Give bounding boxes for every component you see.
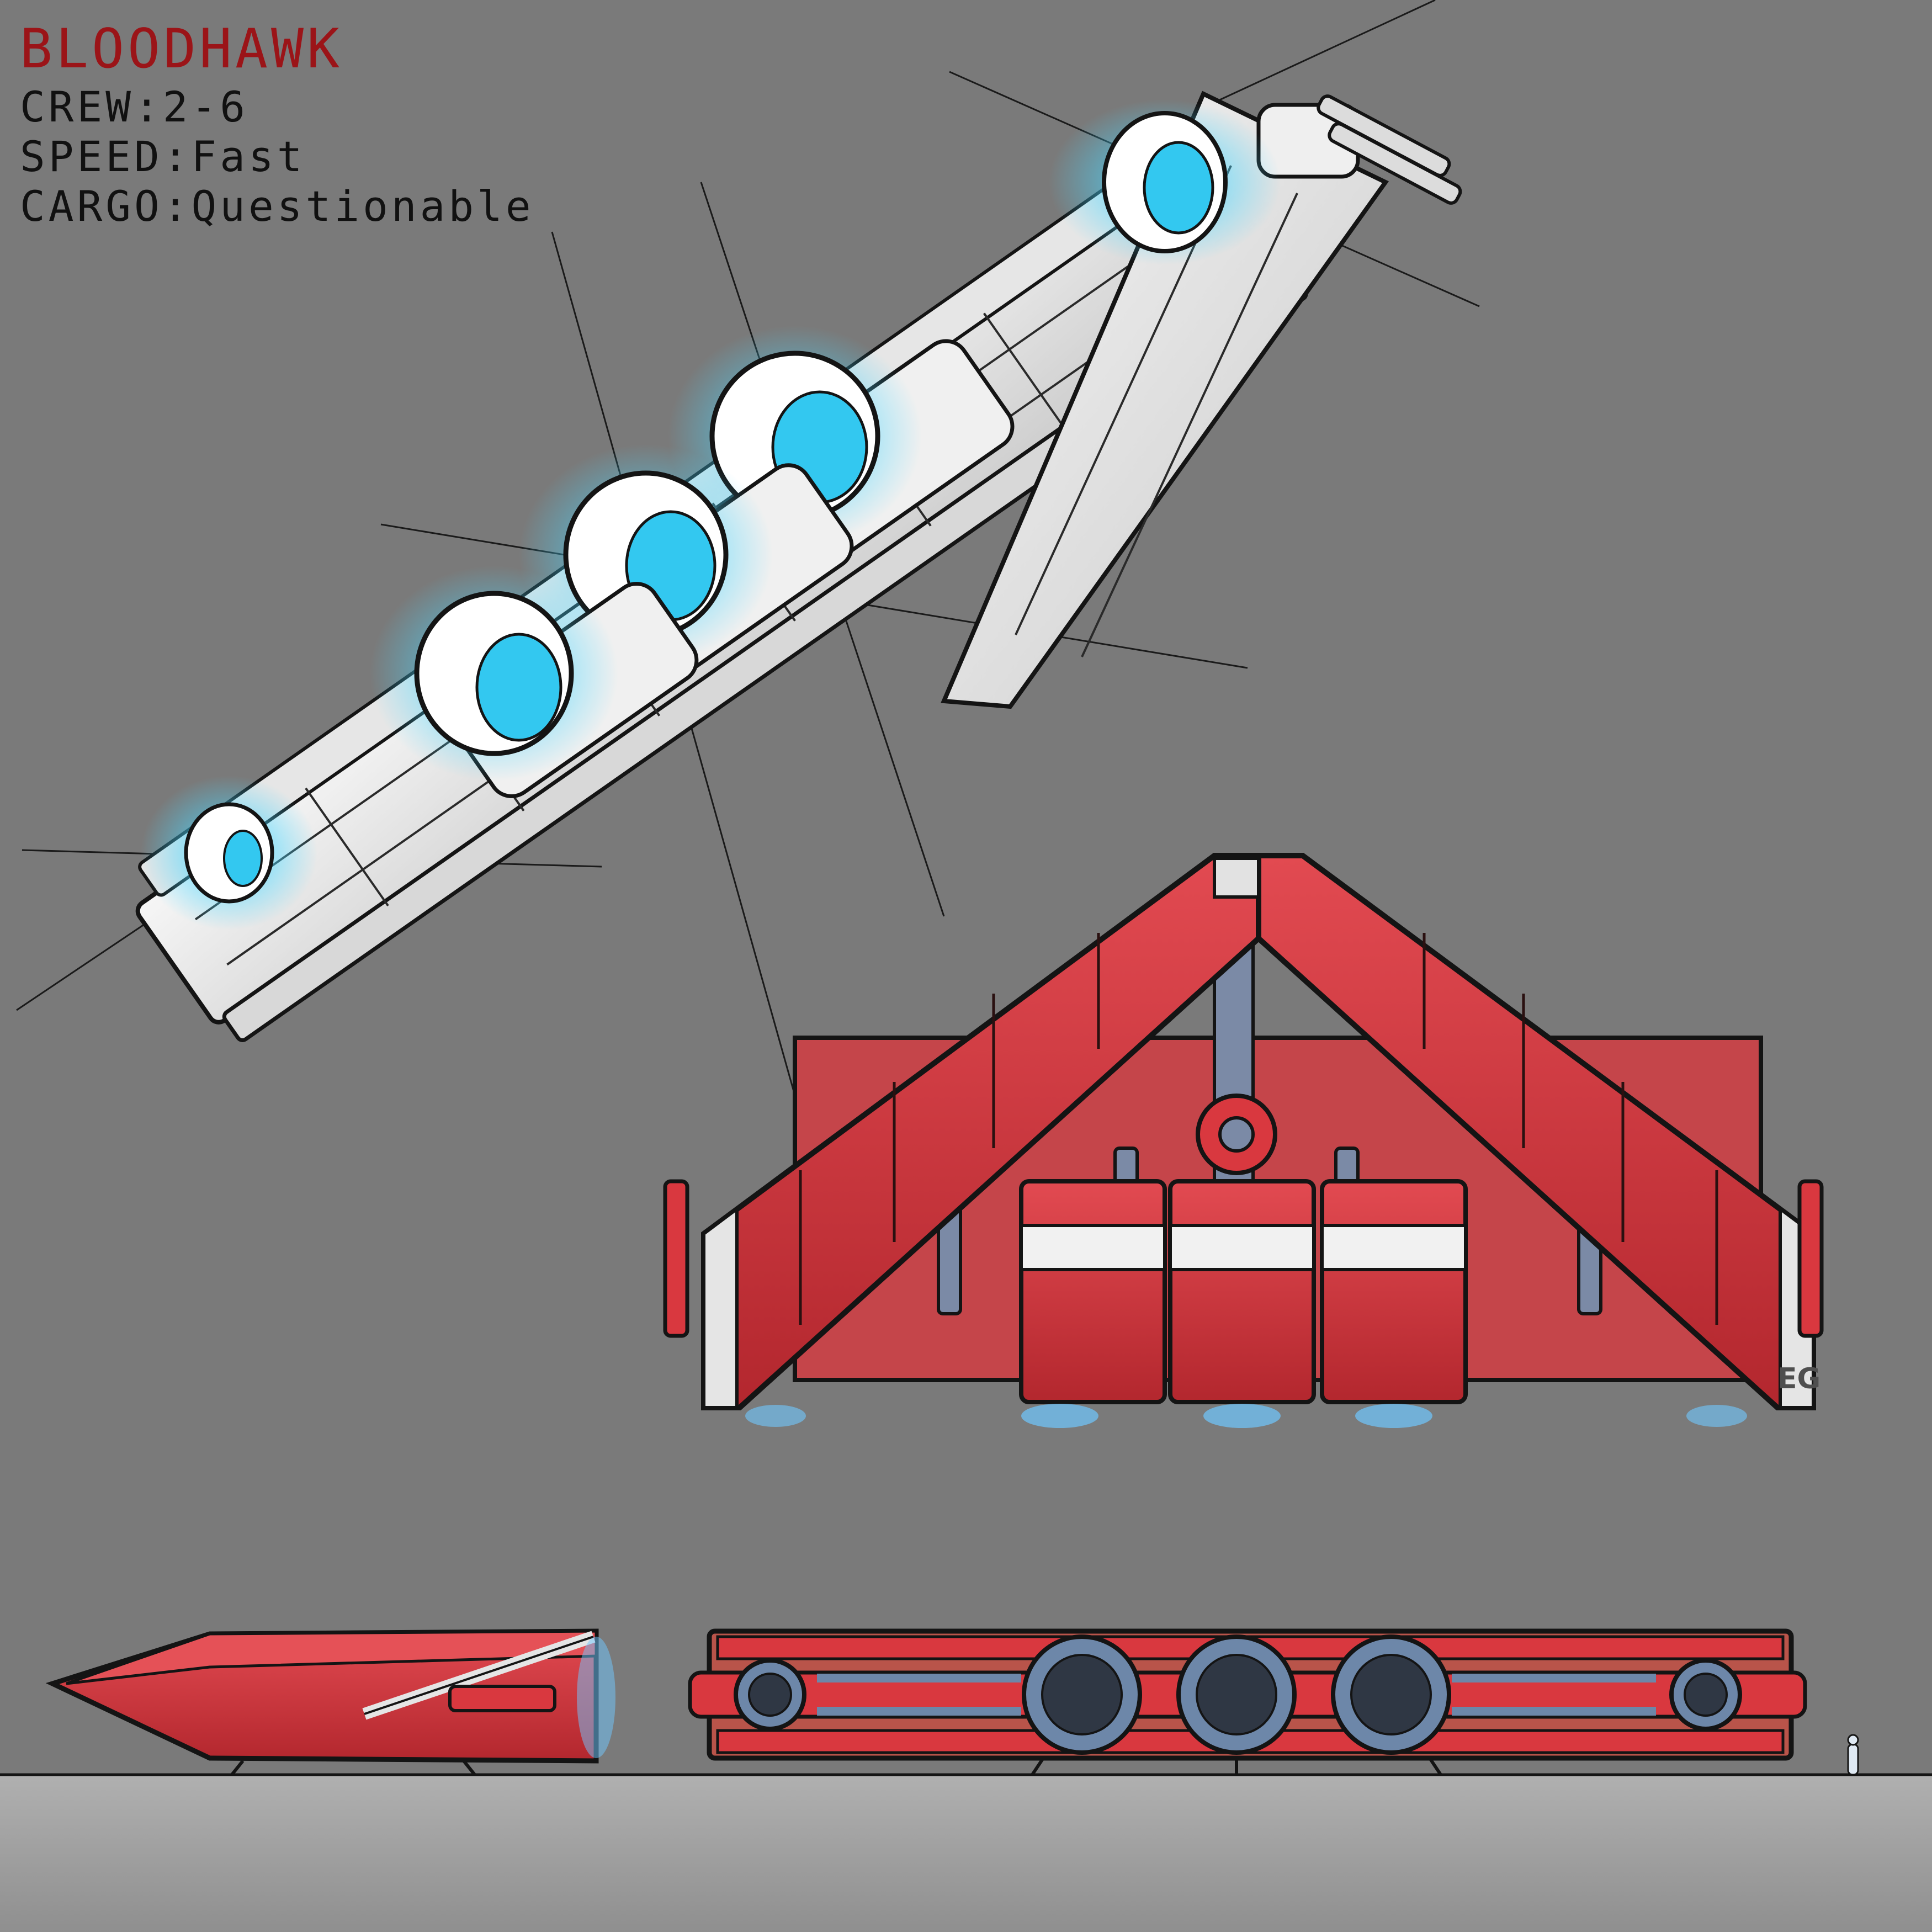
scale-human-icon <box>1847 1734 1859 1776</box>
side-cannon <box>448 1685 556 1712</box>
ground-plane <box>0 1775 1932 1932</box>
perspective-underside-view <box>16 0 1480 1116</box>
rear-view: EG <box>663 853 1824 1428</box>
top-view <box>688 1628 1859 1776</box>
engine-pods <box>141 99 1281 930</box>
top-spars <box>817 1674 1656 1716</box>
side-landing-gear <box>230 1760 476 1776</box>
ship-name-title: BLOODHAWK <box>20 18 343 81</box>
top-engine-cores <box>748 1654 1728 1735</box>
wing-panel-lines <box>799 933 1718 1325</box>
right-wingtip-cannon <box>1797 1179 1824 1338</box>
spec-block: BLOODHAWK CREW:2-6 SPEED:Fast CARGO:Ques… <box>20 22 682 235</box>
top-landing-gear <box>1031 1757 1442 1776</box>
crew-spec: CREW:2-6 <box>20 82 249 131</box>
left-wingtip-cannon <box>663 1179 689 1338</box>
rear-engine-blocks <box>745 1179 1747 1428</box>
artist-signature: EG <box>1777 1362 1820 1395</box>
side-view <box>45 1628 615 1776</box>
speed-spec: SPEED:Fast <box>20 132 306 181</box>
cargo-spec: CARGO:Questionable <box>20 182 534 231</box>
